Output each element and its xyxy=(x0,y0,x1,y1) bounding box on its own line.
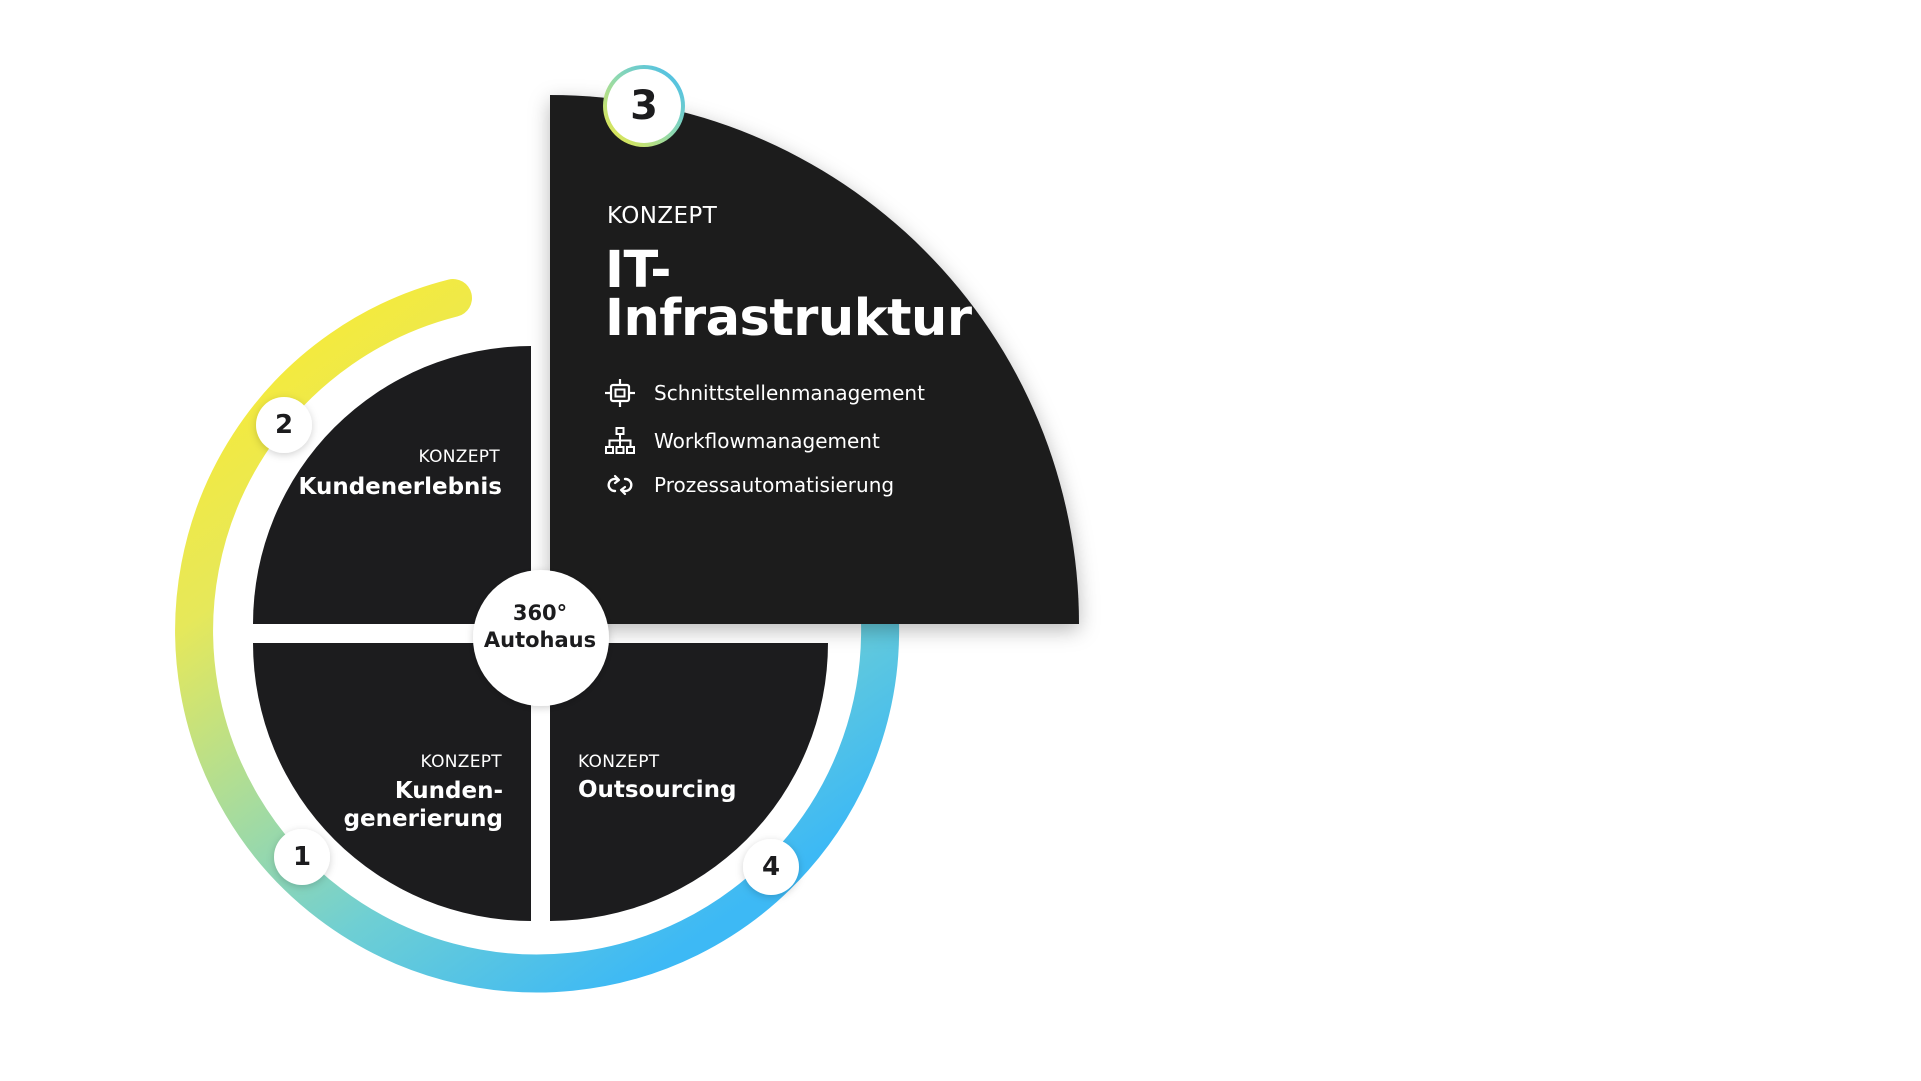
feature-schnittstellenmanagement: Schnittstellenmanagement xyxy=(605,378,925,408)
center-label: 360° Autohaus xyxy=(470,600,610,654)
badge-1-circle xyxy=(274,829,330,885)
badge-4-circle xyxy=(743,839,799,895)
segment-2-title: Kundenerlebnis xyxy=(298,474,502,500)
center-circle xyxy=(473,570,609,706)
badge-3-number: 3 xyxy=(630,83,658,129)
badge-4-number: 4 xyxy=(761,852,781,882)
center-line-2: Autohaus xyxy=(483,628,597,652)
feature-workflowmanagement: Workflowmanagement xyxy=(605,427,880,455)
feature-prozessautomatisierung: Prozessautomatisierung xyxy=(605,473,894,497)
segment-it-infrastruktur xyxy=(550,95,1079,624)
badge-2-number: 2 xyxy=(274,410,294,440)
segment-3-title-line-2: Infrastruktur xyxy=(605,289,972,348)
segment-kundenerlebnis xyxy=(253,346,531,624)
segment-3-kicker: KONZEPT xyxy=(607,203,718,229)
segment-outsourcing xyxy=(550,643,828,921)
badge-2-circle xyxy=(256,397,312,453)
workflow-hierarchy-icon xyxy=(605,427,635,454)
progress-ring xyxy=(175,279,900,993)
feature-3-label: Prozessautomatisierung xyxy=(654,473,895,497)
segment-kundengenerierung xyxy=(253,643,531,921)
segment-4-kicker: KONZEPT xyxy=(578,752,660,772)
segment-1-title-line-2: generierung xyxy=(343,806,503,832)
segment-1-title-line-1: Kunden- xyxy=(394,778,503,804)
badge-3-circle xyxy=(607,69,681,143)
segment-2-kicker: KONZEPT xyxy=(418,447,500,467)
interface-chip-icon xyxy=(605,379,635,407)
segment-4-title: Outsourcing xyxy=(578,777,737,803)
segment-3-title-line-1: IT- xyxy=(605,241,671,300)
segment-1-kicker: KONZEPT xyxy=(420,752,502,772)
automation-loop-icon xyxy=(607,474,633,496)
badge-1-number: 1 xyxy=(292,842,312,872)
center-line-1: 360° xyxy=(512,601,568,625)
feature-1-label: Schnittstellenmanagement xyxy=(654,381,925,405)
feature-2-label: Workflowmanagement xyxy=(654,429,880,453)
